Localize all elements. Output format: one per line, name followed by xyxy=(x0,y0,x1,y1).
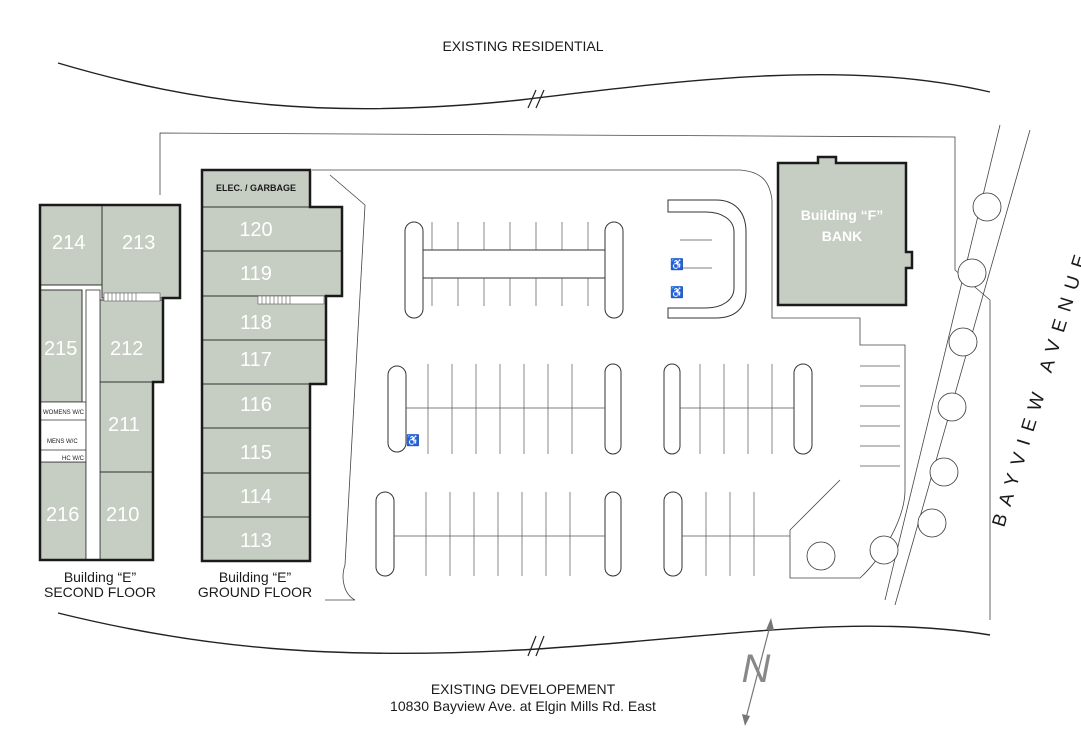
parking-stalls xyxy=(431,222,589,306)
stairs-e1 xyxy=(257,295,325,305)
elec-garbage-label: ELEC. / GARBAGE xyxy=(216,183,296,193)
street-name: BAYVIEW AVENUE xyxy=(989,244,1081,530)
room-label: MENS W/C xyxy=(47,439,78,445)
accessible-parking-icon: ♿ xyxy=(670,258,684,271)
north-arrow-icon xyxy=(744,621,772,723)
unit-115 xyxy=(201,427,311,474)
north-arrow: N xyxy=(742,618,774,726)
unit-211 xyxy=(99,381,154,473)
parking-island xyxy=(663,363,681,455)
unit-label: 212 xyxy=(110,338,143,360)
north-neighbour-label: EXISTING RESIDENTIAL xyxy=(442,38,603,54)
building-f-use: BANK xyxy=(822,228,862,244)
unit-116 xyxy=(201,383,311,429)
parking-island xyxy=(604,363,622,455)
unit-label: 119 xyxy=(240,263,272,285)
property-line xyxy=(159,132,991,620)
street-right-of-way xyxy=(894,129,1031,606)
unit-label: 216 xyxy=(46,504,79,526)
tree-icon xyxy=(972,192,1002,222)
tree-icon xyxy=(917,508,947,538)
washroom-block xyxy=(39,401,87,463)
unit-label: 114 xyxy=(240,486,272,508)
drive-through: ♿ ♿ xyxy=(667,199,747,319)
tree-icon xyxy=(929,457,959,487)
room-label: WOMENS W/C xyxy=(43,410,85,416)
building-e-second-caption: Building “E” xyxy=(64,569,137,585)
unit-label: 213 xyxy=(122,232,155,254)
stairs-e2 xyxy=(103,292,161,302)
unit-label: 210 xyxy=(106,504,139,526)
parking-row-bottom xyxy=(375,491,790,577)
unit-216 xyxy=(39,461,87,561)
unit-label: 116 xyxy=(240,394,272,416)
parking-island xyxy=(404,221,424,319)
unit-label: 118 xyxy=(240,312,272,334)
accessible-parking-icon: ♿ xyxy=(670,286,684,299)
parking-island xyxy=(604,491,622,577)
site-address: 10830 Bayview Ave. at Elgin Mills Rd. Ea… xyxy=(390,698,656,714)
building-e-second-caption: SECOND FLOOR xyxy=(44,584,156,600)
unit-210 xyxy=(99,471,154,561)
building-e-ground-caption: Building “E” xyxy=(219,569,292,585)
south-neighbour-label: EXISTING DEVELOPEMENT xyxy=(431,681,616,697)
tree-icon xyxy=(869,535,899,565)
building-f: Building “F” BANK xyxy=(776,155,914,307)
north-arrow-label: N xyxy=(742,647,771,691)
unit-label: 120 xyxy=(239,219,272,241)
tree-icon xyxy=(948,327,978,357)
parking-island xyxy=(604,221,624,319)
parking-island xyxy=(375,491,395,577)
parking-row-east xyxy=(860,365,900,467)
north-boundary-line xyxy=(57,62,991,110)
trees xyxy=(806,192,1002,571)
parking-island xyxy=(387,365,407,453)
break-mark-south xyxy=(527,635,545,657)
unit-label: 211 xyxy=(108,414,140,436)
unit-113 xyxy=(201,516,311,562)
unit-117 xyxy=(201,339,327,385)
unit-120 xyxy=(201,206,343,252)
building-f-name: Building “F” xyxy=(801,207,883,223)
south-boundary-line xyxy=(57,612,991,655)
break-mark-north xyxy=(527,89,545,109)
building-e-ground-outline xyxy=(200,168,344,563)
parking-row-top xyxy=(404,221,624,319)
unit-label: 113 xyxy=(240,530,272,552)
parking-median xyxy=(422,249,606,279)
tree-icon xyxy=(806,541,836,571)
accessible-parking-icon: ♿ xyxy=(406,434,420,447)
parking-island xyxy=(793,363,813,455)
unit-214 xyxy=(39,204,103,286)
building-f-outline xyxy=(776,155,914,307)
tree-icon xyxy=(937,392,967,422)
unit-label: 215 xyxy=(44,338,77,360)
drive-through-lane xyxy=(667,199,747,319)
unit-119 xyxy=(201,250,343,297)
unit-label: 117 xyxy=(240,349,272,371)
tree-icon xyxy=(957,258,987,288)
building-e-second-outline xyxy=(38,203,182,562)
corridor xyxy=(85,289,101,561)
building-e-second-floor: 214 213 215 212 211 216 210 WOMENS W/C M… xyxy=(38,203,182,600)
unit-label: 115 xyxy=(240,442,272,464)
room-label: HC W/C xyxy=(62,456,85,462)
building-e-ground-caption: GROUND FLOOR xyxy=(198,584,312,600)
parking-island xyxy=(663,491,683,577)
unit-215 xyxy=(39,289,83,403)
parking-lot-edge xyxy=(312,169,906,601)
parking-row-middle: ♿ xyxy=(387,363,813,455)
building-e-ground-floor: ELEC. / GARBAGE 120 119 118 117 116 115 … xyxy=(198,168,344,600)
unit-label: 214 xyxy=(52,232,85,254)
